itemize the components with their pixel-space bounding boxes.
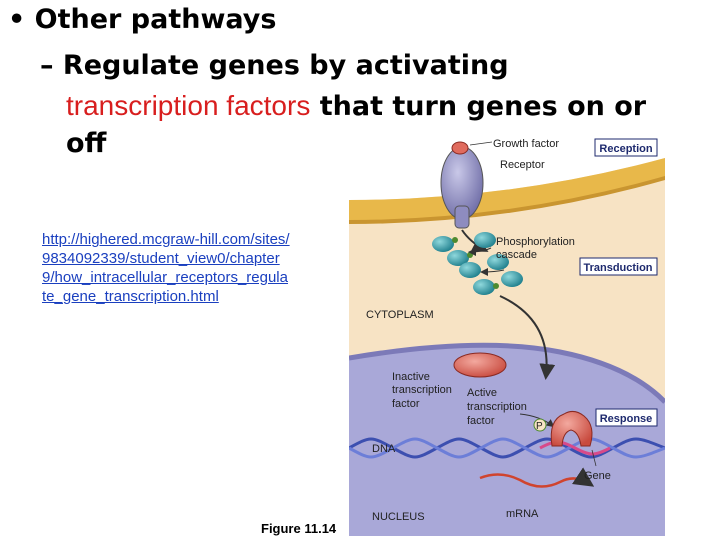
growth-factor-ligand [451, 141, 469, 155]
nuclear-envelope [349, 342, 665, 404]
nucleus-label: NUCLEUS [372, 511, 425, 523]
phospho-label-1: Phosphorylation [496, 236, 575, 248]
stage-transduction-label: Transduction [583, 262, 652, 274]
sub-bullet-line-3: off [66, 128, 107, 159]
stage-response-label: Response [600, 413, 653, 425]
inactive-label-3: factor [392, 398, 420, 410]
sub-bullet-line-1: – Regulate genes by activating [40, 50, 509, 81]
sub-bullet-line-2-rest: that turn genes on or [310, 91, 647, 122]
stage-reception: Reception [594, 138, 658, 157]
inactive-label-2: transcription [392, 384, 452, 396]
stage-transduction: Transduction [579, 257, 658, 276]
bullet-heading: • Other pathways [8, 4, 277, 35]
dna-helix [349, 437, 665, 459]
active-label-2: transcription [467, 401, 527, 413]
gene-label: Gene [584, 470, 611, 482]
mrna-strand [479, 467, 595, 488]
inactive-label-1: Inactive [392, 371, 430, 383]
stage-response: Response [595, 408, 658, 427]
figure-caption: Figure 11.14 [261, 521, 337, 536]
phosphorylation-cascade [432, 232, 523, 295]
phosphate-group [533, 418, 547, 432]
receptor-label: Receptor [500, 159, 545, 171]
phosphate-label: P [536, 421, 543, 432]
active-label-1: Active [467, 387, 497, 399]
animation-link[interactable]: http://highered.mcgraw-hill.com/sites/98… [42, 231, 290, 305]
gene-segment [539, 440, 611, 456]
highlighted-term: transcription factors [66, 90, 311, 121]
plasma-membrane [349, 158, 665, 222]
phospho-label-2: cascade [496, 249, 537, 261]
dna-label: DNA [372, 443, 396, 455]
extracellular-space [349, 136, 665, 200]
active-label-3: factor [467, 415, 495, 427]
inactive-transcription-factor [453, 352, 507, 378]
mrna-label: mRNA [506, 508, 539, 520]
stage-reception-label: Reception [599, 143, 652, 155]
active-transcription-factor [550, 410, 593, 447]
sub-bullet-line-2: transcription factors that turn genes on… [66, 90, 646, 122]
cytoplasm-label: CYTOPLASM [366, 309, 434, 321]
growth-factor-label: Growth factor [493, 138, 559, 150]
